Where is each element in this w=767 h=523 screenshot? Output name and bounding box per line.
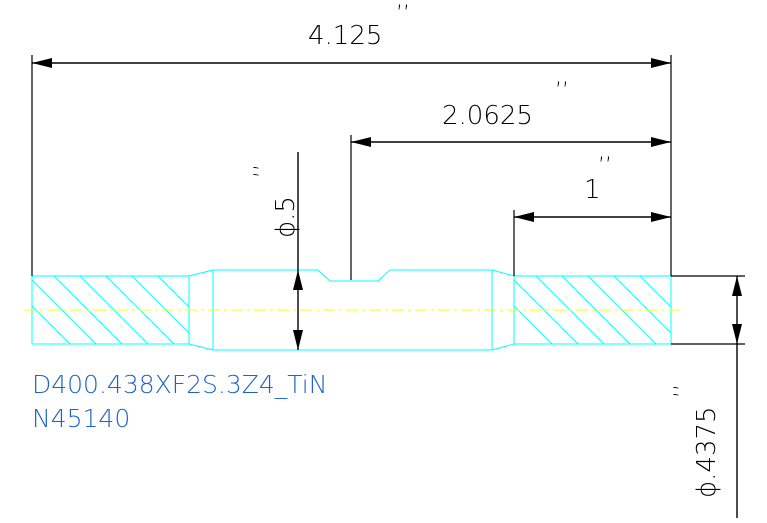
part-label: D400.438XF2S.3Z4_TiN N45140 — [32, 370, 327, 433]
hatch-length-inch-mark: ’’ — [598, 154, 612, 179]
hatch-length-dimension: 1 ’’ — [513, 154, 671, 276]
overall-length-dimension: 4.125 ’’ — [31, 2, 672, 276]
shank-diameter-text: ϕ.4375 — [692, 406, 722, 498]
center-to-end-inch-mark: ’’ — [555, 79, 569, 104]
center-to-end-text: 2.0625 — [442, 101, 533, 131]
neck-diameter-dimension: ϕ.5 ’’ — [251, 152, 303, 350]
shank-diameter-inch-mark: ’’ — [671, 384, 696, 398]
hatch-length-text: 1 — [584, 175, 601, 205]
neck-diameter-inch-mark: ’’ — [251, 164, 276, 178]
part-number-text: D400.438XF2S.3Z4_TiN — [32, 370, 327, 399]
shank-diameter-dimension: ϕ.4375 ’’ — [671, 275, 745, 518]
overall-length-inch-mark: ’’ — [396, 2, 410, 27]
drawing-number-text: N45140 — [32, 404, 130, 433]
overall-length-text: 4.125 — [308, 21, 382, 51]
center-to-end-dimension: 2.0625 ’’ — [350, 79, 671, 280]
neck-diameter-text: ϕ.5 — [271, 196, 301, 238]
